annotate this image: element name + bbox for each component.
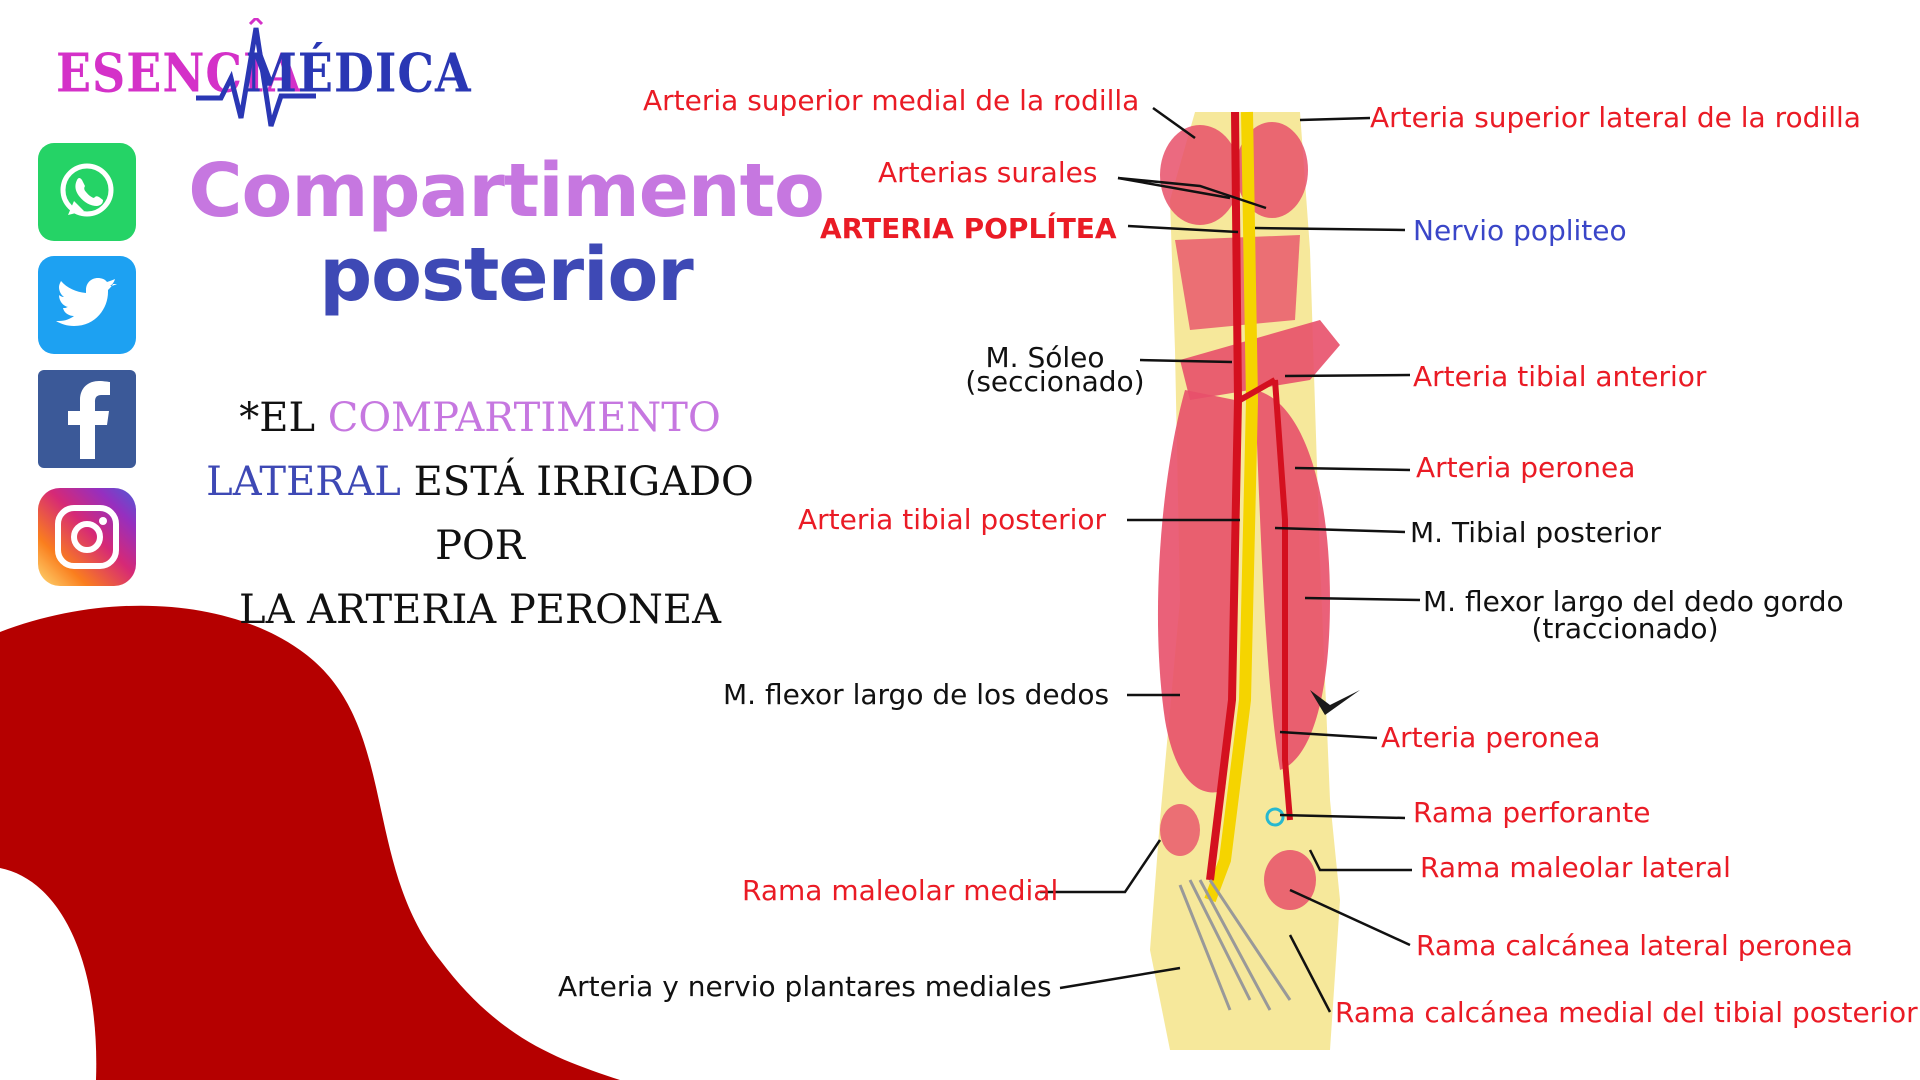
label-flexor-largo-dedos: M. flexor largo de los dedos bbox=[723, 678, 1110, 711]
note-part-4: ESTÁ IRRIGADO POR bbox=[400, 459, 754, 569]
ankle-muscle-medial bbox=[1160, 804, 1200, 856]
label-rama-maleolar-medial: Rama maleolar medial bbox=[742, 874, 1059, 907]
note-part-3: LATERAL bbox=[206, 459, 401, 505]
flexor-digitorum-muscle bbox=[1157, 390, 1237, 793]
label-rama-perforante: Rama perforante bbox=[1413, 796, 1651, 829]
tibial-nerve bbox=[1204, 111, 1259, 903]
facebook-f-icon bbox=[68, 381, 110, 459]
ankle-muscle-lateral bbox=[1264, 850, 1316, 910]
tibialis-posterior-muscle bbox=[1255, 390, 1330, 770]
heartbeat-logo-icon bbox=[196, 18, 316, 127]
twitter-bird-icon bbox=[56, 278, 117, 326]
instagram-camera-icon bbox=[55, 505, 119, 569]
label-rama-calcanea-medial: Rama calcánea medial del tibial posterio… bbox=[1335, 996, 1918, 1029]
anterior-tibial-artery bbox=[1238, 377, 1277, 403]
peroneal-artery bbox=[1272, 379, 1293, 821]
label-arteria-peronea-upper: Arteria peronea bbox=[1416, 451, 1636, 484]
label-rama-calcanea-lateral: Rama calcánea lateral peronea bbox=[1416, 929, 1853, 962]
note-text: *EL COMPARTIMENTO LATERAL ESTÁ IRRIGADO … bbox=[170, 386, 790, 642]
label-arterias-surales: Arterias surales bbox=[878, 156, 1098, 189]
note-part-5: LA ARTERIA PERONEA bbox=[239, 587, 721, 633]
label-arteria-superior-medial: Arteria superior medial de la rodilla bbox=[643, 84, 1140, 117]
title-line-1: Compartimento bbox=[188, 148, 825, 234]
title-line-2: posterior bbox=[319, 232, 694, 318]
label-m-tibial-posterior: M. Tibial posterior bbox=[1410, 516, 1662, 549]
perforating-branch-marker bbox=[1265, 807, 1285, 827]
label-soleo-line-2: (seccionado) bbox=[965, 365, 1145, 398]
note-part-2: COMPARTIMENTO bbox=[327, 395, 721, 441]
label-arteria-tibial-posterior: Arteria tibial posterior bbox=[798, 503, 1106, 536]
retractor-hook bbox=[1310, 690, 1360, 715]
logo-text-right: MÉDICA bbox=[246, 41, 472, 105]
leader-lines bbox=[1040, 106, 1421, 1013]
label-flexor-dedo-gordo-line-1: M. flexor largo del dedo gordo bbox=[1423, 585, 1844, 618]
label-flexor-dedo-gordo-line-2: (traccionado) bbox=[1531, 612, 1719, 645]
whatsapp-glyph-icon bbox=[60, 163, 114, 217]
facebook-icon[interactable] bbox=[38, 370, 136, 468]
label-rama-maleolar-lateral: Rama maleolar lateral bbox=[1420, 851, 1731, 884]
label-plantares-mediales: Arteria y nervio plantares mediales bbox=[558, 970, 1052, 1003]
label-arteria-poplitea: ARTERIA POPLÍTEA bbox=[820, 212, 1117, 245]
note-part-1: *EL bbox=[239, 395, 328, 441]
label-arteria-peronea-lower: Arteria peronea bbox=[1381, 721, 1601, 754]
instagram-icon[interactable] bbox=[38, 488, 136, 586]
label-soleo-line-1: M. Sóleo bbox=[985, 341, 1105, 374]
popliteal-artery bbox=[1206, 111, 1243, 881]
esencia-medica-logo: ESENCIA MÉDICA bbox=[56, 18, 471, 138]
whatsapp-icon[interactable] bbox=[38, 143, 136, 241]
plantar-fibres bbox=[1178, 879, 1292, 1011]
label-arteria-tibial-anterior: Arteria tibial anterior bbox=[1413, 360, 1707, 393]
knee-medial-muscle bbox=[1160, 125, 1240, 225]
twitter-icon[interactable] bbox=[38, 256, 136, 354]
soleus-muscle bbox=[1180, 320, 1340, 400]
label-arteria-superior-lateral: Arteria superior lateral de la rodilla bbox=[1370, 101, 1861, 134]
label-nervio-popliteo: Nervio popliteo bbox=[1413, 214, 1627, 247]
